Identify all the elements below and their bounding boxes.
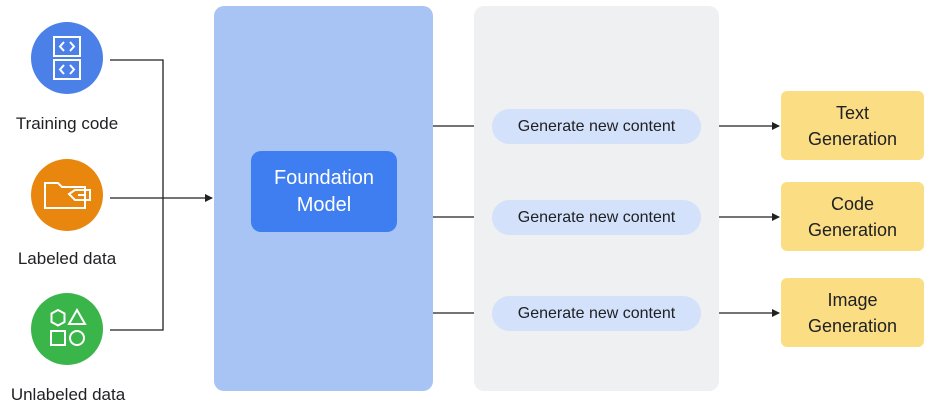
training-code-icon-circle: [31, 22, 103, 94]
image-generation-line1: Image: [827, 289, 878, 310]
unlabeled-data-icon-circle: [31, 293, 103, 365]
text-generation-line2: Generation: [807, 128, 898, 149]
foundation-model-title-line2: Model: [296, 193, 352, 216]
generate-content-pill-3: Generate new content: [492, 296, 701, 331]
generation-panel: [474, 6, 719, 391]
code-generation-line2: Generation: [807, 219, 898, 240]
folder-icon: [44, 182, 91, 209]
code-generation-line1: Code: [830, 193, 875, 214]
labeled-data-icon-circle: [31, 159, 103, 231]
code-icon: [53, 36, 81, 80]
labeled-data-label: Labeled data: [17, 249, 117, 268]
generate-content-pill-2: Generate new content: [492, 200, 701, 235]
input-connector-training: [110, 59, 164, 198]
image-generation-line2: Generation: [807, 315, 898, 336]
input-connector-unlabeled: [110, 198, 164, 331]
text-generation-box: Text Generation: [781, 91, 924, 160]
image-generation-box: Image Generation: [781, 278, 924, 347]
text-generation-line1: Text: [835, 102, 869, 123]
shapes-icon: [50, 307, 87, 346]
unlabeled-data-label: Unlabeled data: [10, 385, 126, 404]
code-generation-box: Code Generation: [781, 182, 924, 251]
foundation-model-title-line1: Foundation: [273, 166, 375, 189]
generate-content-pill-1: Generate new content: [492, 109, 701, 144]
training-code-label: Training code: [15, 114, 119, 133]
foundation-model-box: Foundation Model: [251, 151, 397, 232]
